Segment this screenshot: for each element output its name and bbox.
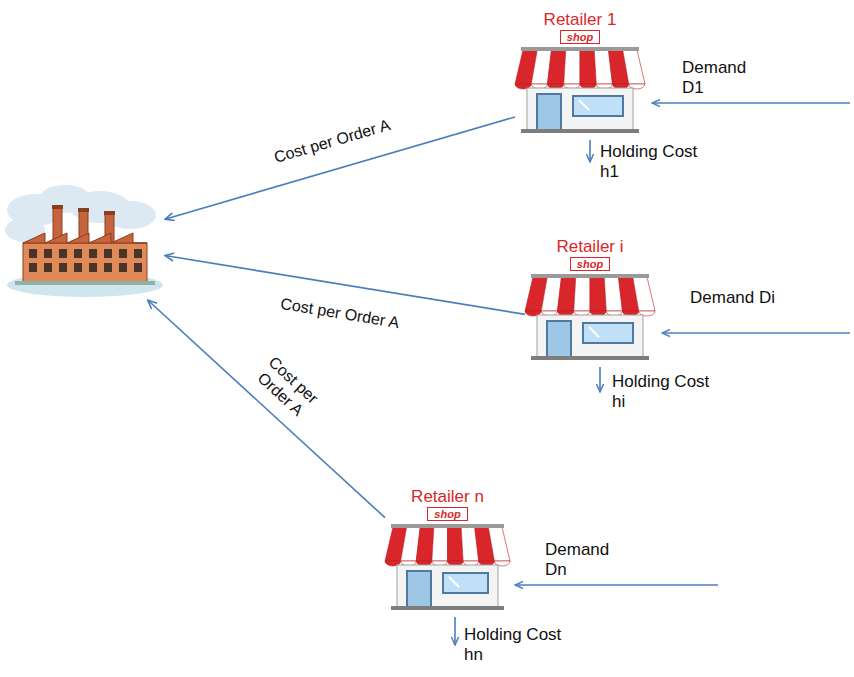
retailer-node: Retailer ishop — [525, 235, 655, 365]
retailer-name: Retailer 1 — [515, 10, 645, 29]
shop-building — [391, 565, 504, 610]
order-arrow — [148, 300, 385, 518]
awning — [525, 274, 655, 316]
holding-arrow — [599, 367, 601, 392]
holding-cost-label: Holding Cost h1 — [600, 142, 708, 182]
shop-icon — [515, 46, 645, 138]
demand-label: Demand Di — [690, 288, 776, 308]
demand-arrow — [652, 102, 850, 104]
demand-label: Demand Dn — [545, 540, 631, 580]
demand-arrow — [662, 332, 850, 334]
cost-label: Cost per Order A — [243, 344, 331, 429]
factory-node — [5, 185, 165, 300]
holding-cost-label: Holding Cost hn — [464, 625, 572, 665]
holding-arrow — [454, 617, 456, 645]
holding-cost-label: Holding Cost hi — [612, 372, 720, 412]
factory-illustration — [5, 185, 163, 297]
factory-icon — [5, 185, 165, 300]
cost-label: Cost per Order A — [275, 293, 405, 333]
shop-building — [521, 88, 639, 133]
demand-arrow — [515, 584, 718, 586]
retailer-name: Retailer n — [385, 487, 510, 506]
shop-icon — [385, 523, 510, 615]
cost-label: Cost per Order A — [268, 114, 397, 168]
retailer-node: Retailer 1shop — [515, 8, 645, 138]
shop-icon — [525, 273, 655, 365]
shop-sign: shop — [427, 507, 467, 521]
shop-sign: shop — [570, 257, 610, 271]
holding-arrow — [589, 140, 591, 162]
shop-building — [531, 315, 649, 360]
awning — [515, 47, 645, 89]
awning — [385, 524, 510, 566]
demand-label: Demand D1 — [682, 58, 768, 98]
shop-sign: shop — [560, 30, 600, 44]
retailer-name: Retailer i — [525, 237, 655, 256]
retailer-node: Retailer nshop — [385, 485, 510, 615]
